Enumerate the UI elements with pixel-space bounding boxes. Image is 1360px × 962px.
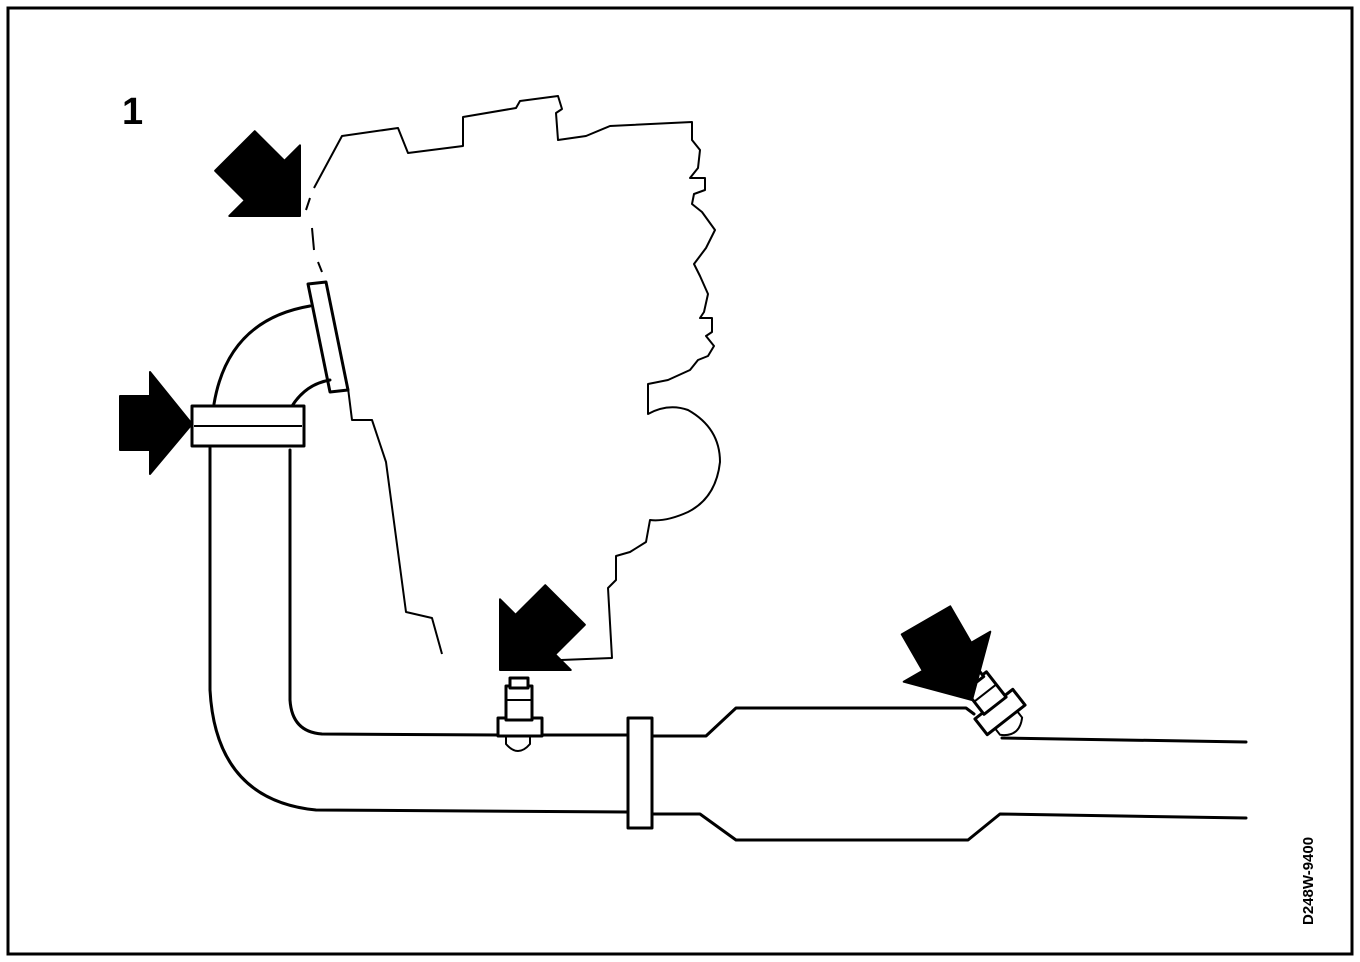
arrow-icon (214, 130, 301, 217)
downpipe-inner (290, 378, 332, 408)
pipe-inner-bend (288, 448, 502, 737)
page-frame (6, 6, 1354, 956)
converter-bottom (650, 812, 1248, 842)
pipe-outer-bend (208, 446, 630, 814)
engine-left-edge (305, 197, 443, 655)
downpipe-outer (212, 304, 312, 406)
front-oxygen-sensor (496, 676, 544, 752)
figure-code: D248W-9400 (1300, 837, 1317, 925)
pipe-joint-flange (626, 716, 654, 830)
engine-outline (313, 95, 721, 663)
figure-number: 1 (122, 91, 143, 133)
arrow-icon (499, 584, 586, 671)
arrow-icon (900, 605, 992, 701)
tailpipe-top (1000, 736, 1248, 744)
manifold-flange (306, 280, 350, 394)
converter-top (650, 706, 976, 738)
arrow-icon (119, 371, 193, 475)
